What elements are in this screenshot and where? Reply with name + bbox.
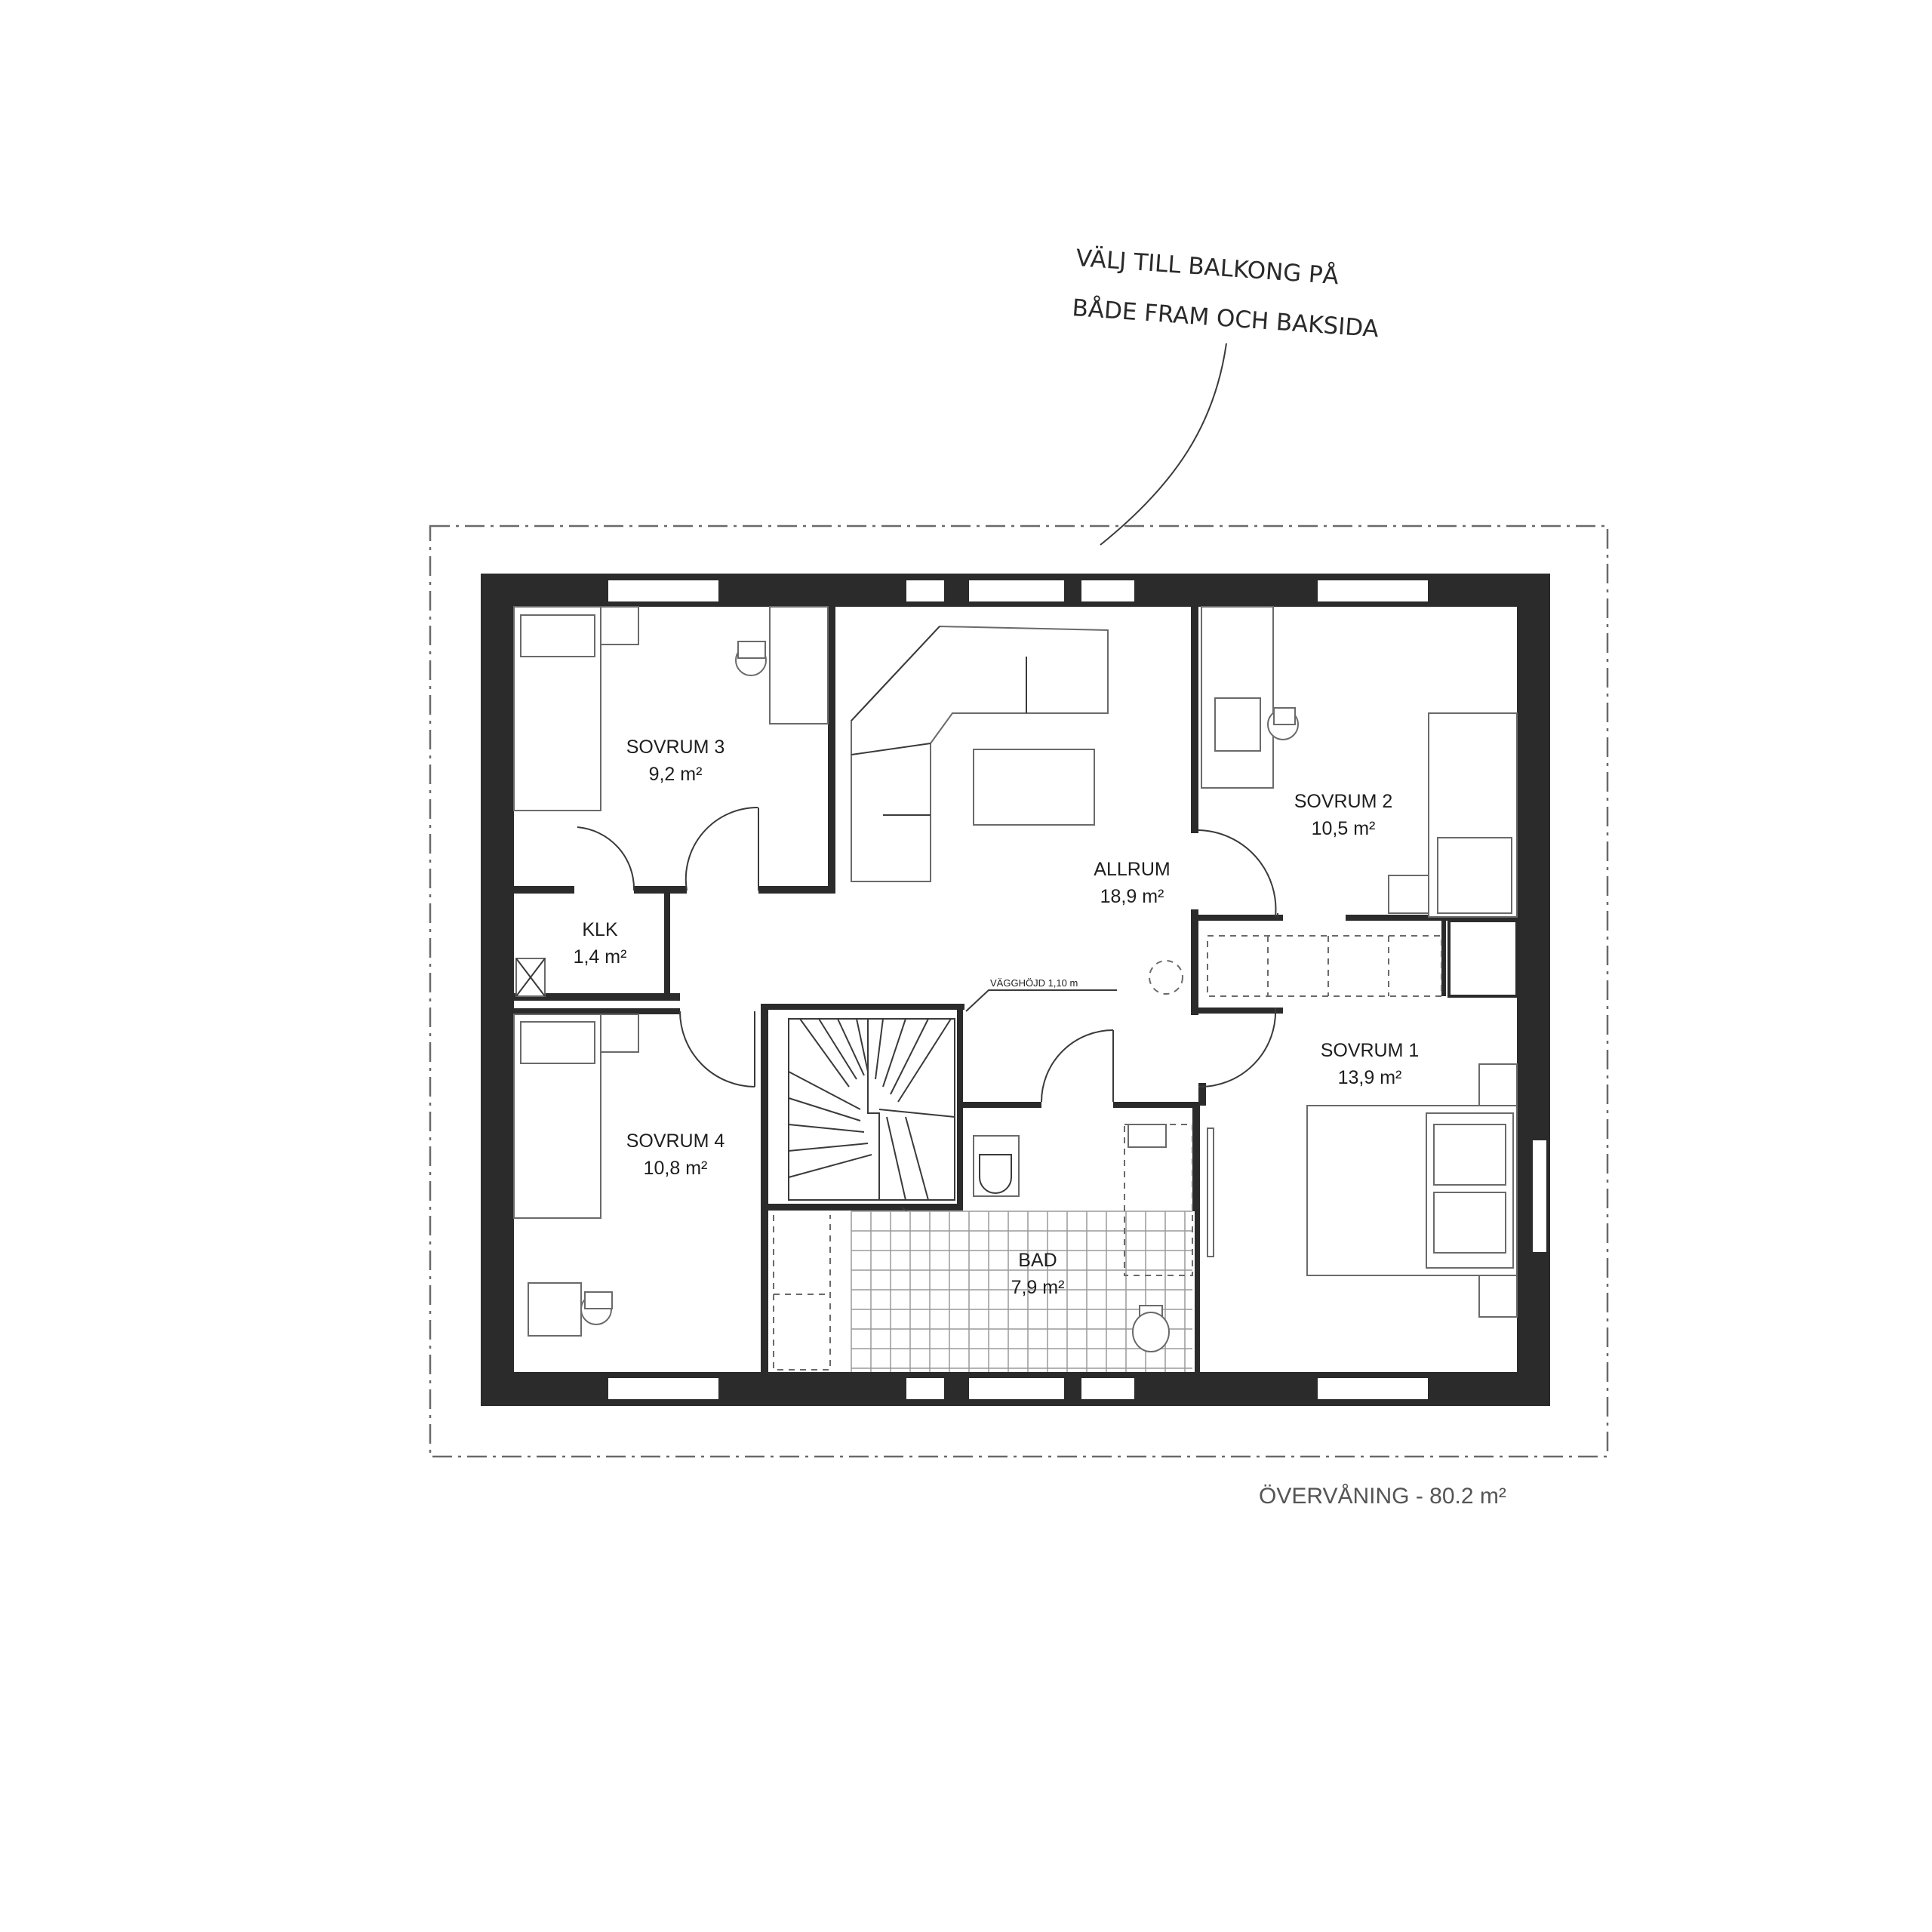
floor-title: ÖVERVÅNING - 80.2 m²: [1259, 1484, 1506, 1509]
room-area-bad: 7,9 m²: [1011, 1277, 1065, 1298]
tile-grid: [851, 1211, 1192, 1372]
balcony-annotation: VÄLJ TILL BALKONG PÅ BÅDE FRAM OCH BAKSI…: [1071, 245, 1380, 546]
wall-height-label: VÄGGHÖJD 1,10 m: [990, 977, 1078, 989]
room-area-sovrum1: 13,9 m²: [1338, 1067, 1402, 1088]
room-area-sovrum2: 10,5 m²: [1312, 818, 1376, 839]
klk-cabinet: [515, 958, 546, 997]
bathroom-fixtures: [973, 1124, 1193, 1352]
sovrum3-furniture: [513, 606, 829, 811]
interior-walls: [514, 607, 1518, 1389]
annotation-leader-line: [1100, 343, 1227, 546]
room-labels: SOVRUM 3 9,2 m² SOVRUM 2 10,5 m² ALLRUM …: [574, 737, 1420, 1298]
room-name-klk: KLK: [582, 919, 618, 940]
annotation-line-1: VÄLJ TILL BALKONG PÅ: [1075, 245, 1340, 290]
windows-bottom: [607, 1377, 1429, 1401]
room-name-bad: BAD: [1018, 1250, 1057, 1271]
staircase: [788, 1018, 955, 1201]
balcony-outline: [429, 525, 1609, 1458]
room-name-sovrum3: SOVRUM 3: [626, 737, 725, 758]
room-name-sovrum4: SOVRUM 4: [626, 1131, 725, 1152]
room-area-allrum: 18,9 m²: [1100, 886, 1164, 907]
annotation-line-2: BÅDE FRAM OCH BAKSIDA: [1071, 294, 1380, 343]
sovrum4-furniture: [513, 1014, 639, 1337]
window-right: [1531, 1139, 1548, 1254]
sovrum2-furniture: [1201, 606, 1518, 918]
allrum-furniture: [851, 625, 1183, 995]
room-name-sovrum1: SOVRUM 1: [1321, 1040, 1420, 1061]
room-name-sovrum2: SOVRUM 2: [1294, 791, 1393, 812]
windows-top: [607, 579, 1429, 603]
room-area-klk: 1,4 m²: [574, 946, 627, 968]
room-area-sovrum4: 10,8 m²: [644, 1158, 708, 1179]
room-name-allrum: ALLRUM: [1094, 859, 1170, 880]
wall-height-note: VÄGGHÖJD 1,10 m: [965, 977, 1117, 1012]
sovrum1-furniture: [1207, 1063, 1518, 1318]
room-area-sovrum3: 9,2 m²: [649, 764, 703, 785]
